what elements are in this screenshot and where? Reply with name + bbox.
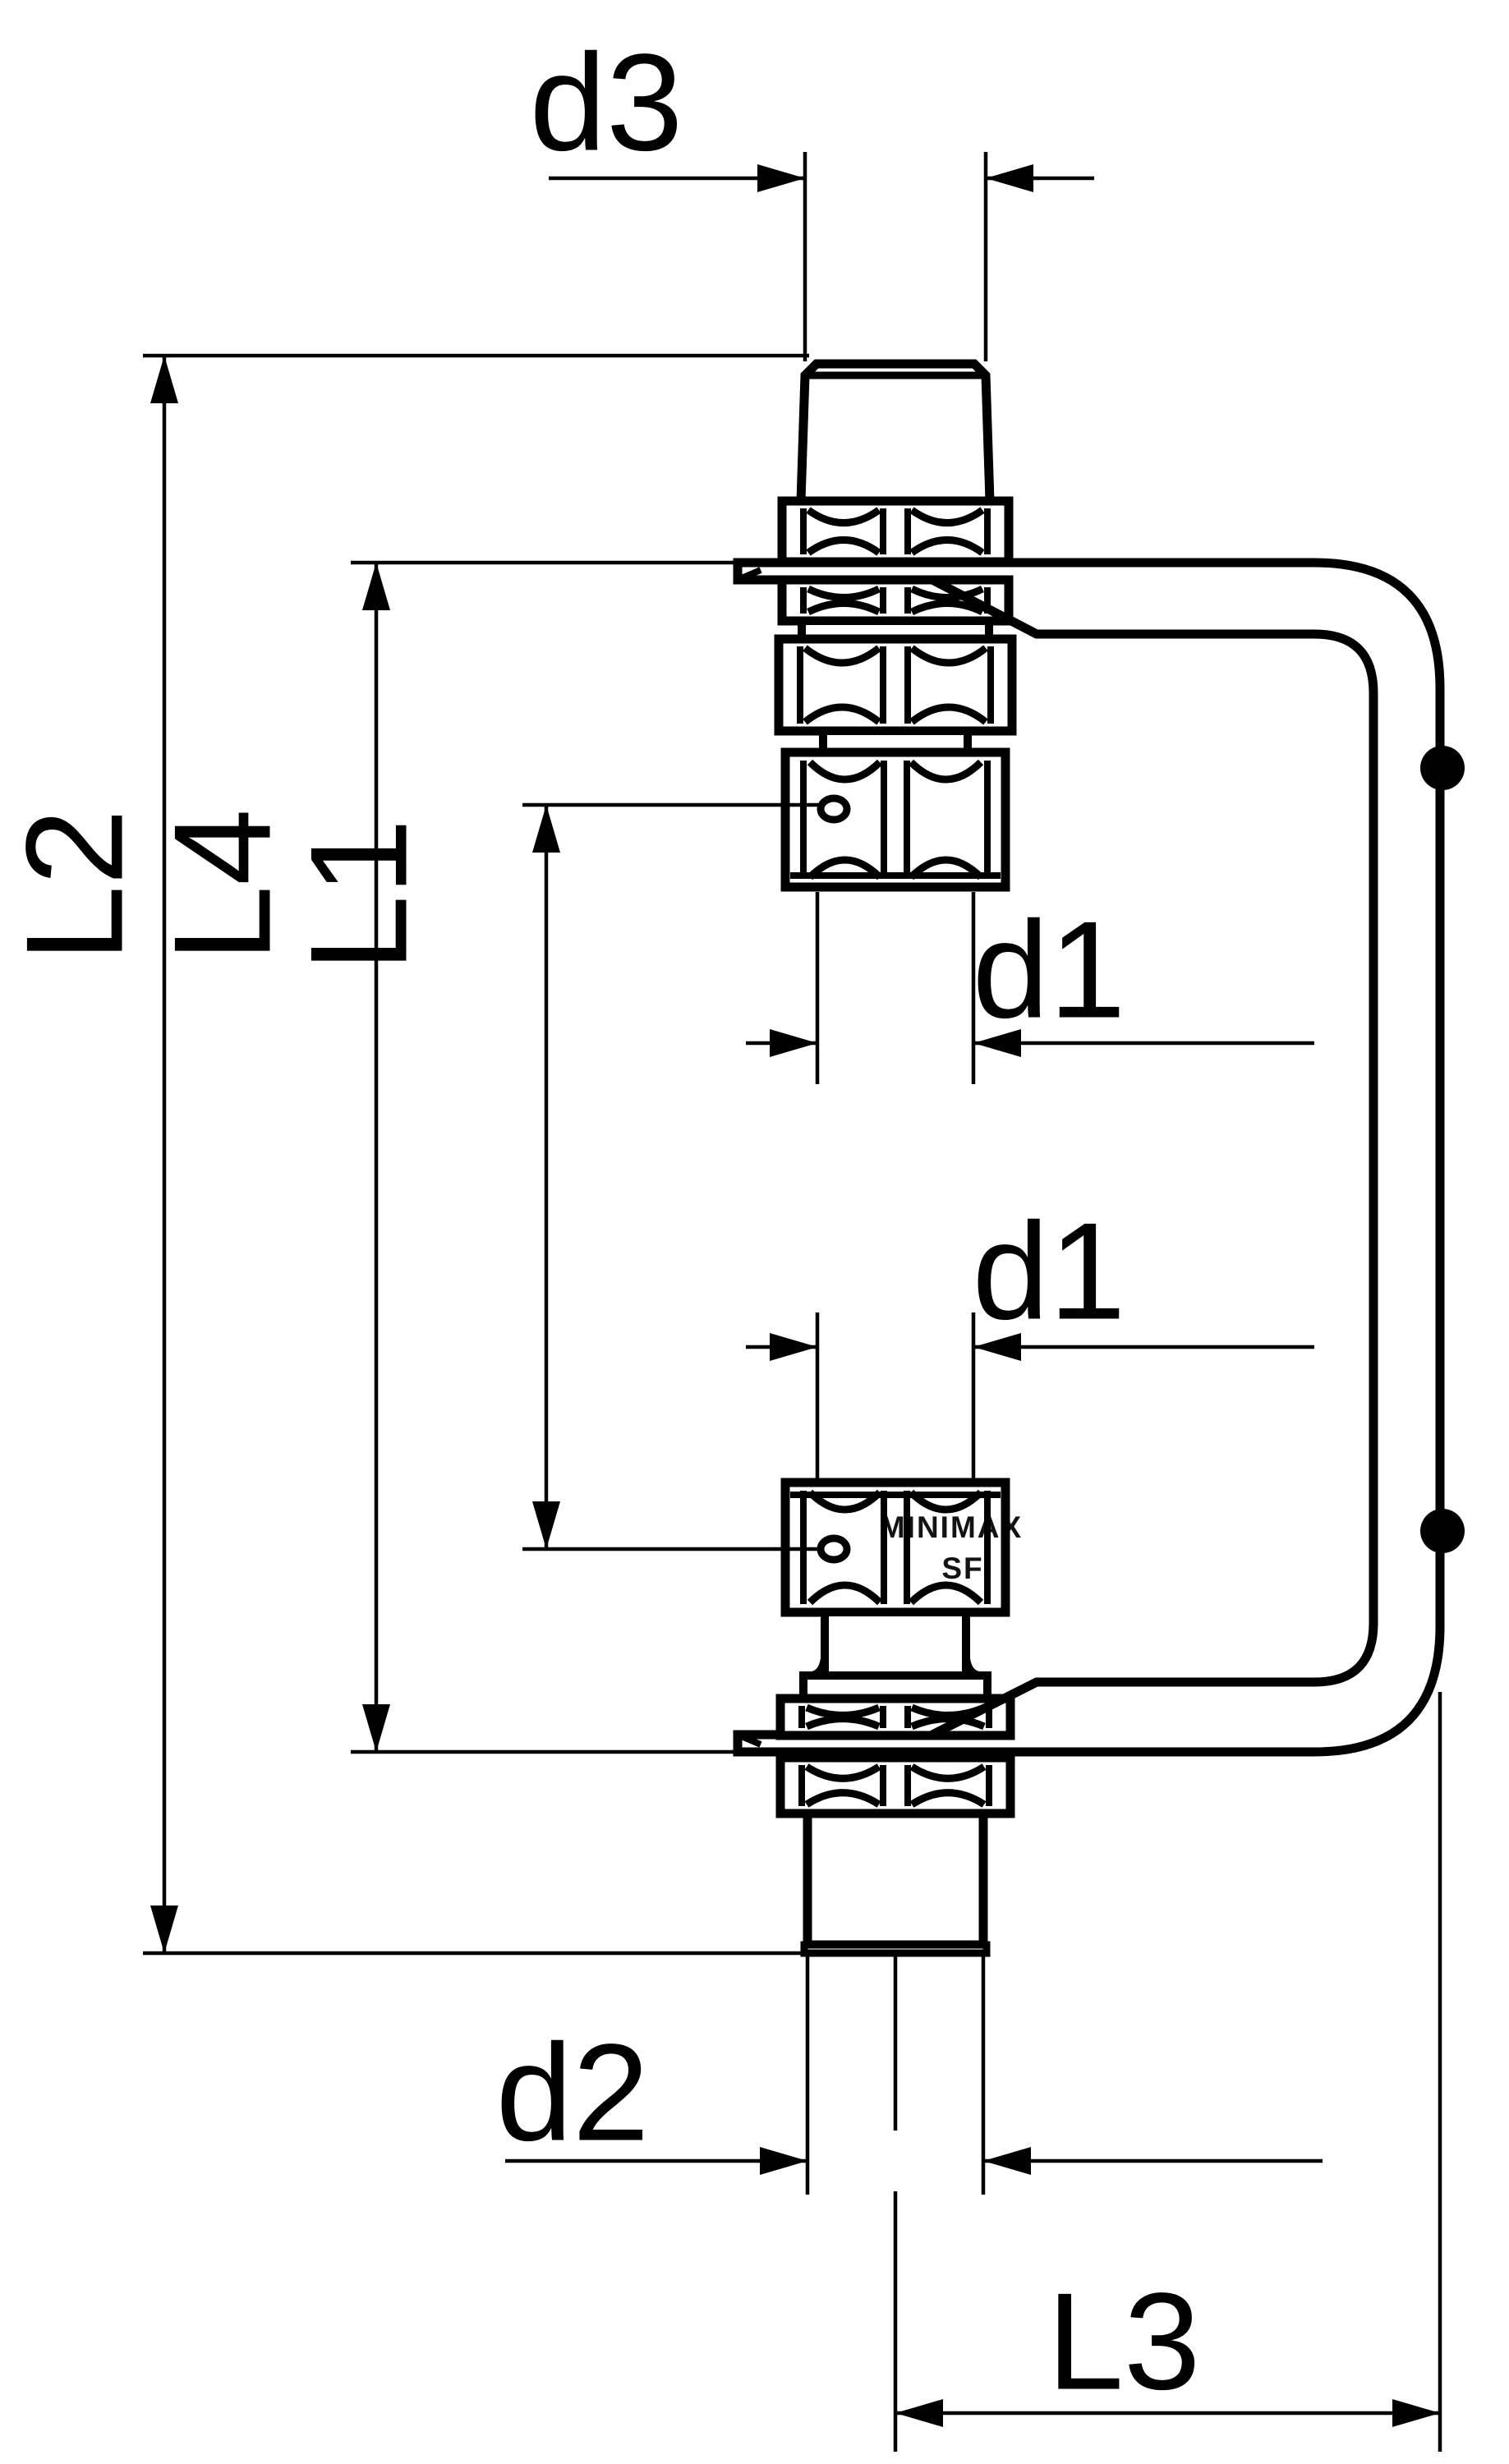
hex-chamfer-arc [909, 1789, 987, 1808]
hex-chamfer-arc [803, 645, 881, 667]
bracket-weld-bump [1420, 1509, 1465, 1553]
mounting-bracket [733, 558, 1445, 1757]
dim-label-l1: L1 [281, 819, 435, 972]
hex-chamfer-arc [807, 585, 881, 601]
hex-chamfer-arc [803, 703, 881, 725]
bracket-diagonal-bottom [930, 1678, 1039, 1739]
weep-hole [817, 794, 851, 824]
hex-chamfer-arc [807, 759, 883, 784]
hex-chamfer-arc [909, 536, 985, 556]
hex-chamfer-arc [804, 1789, 881, 1808]
d1l-arrow-left [770, 1333, 817, 1361]
hex-chamfer-arc [908, 856, 984, 880]
l3-arrow-left [895, 2399, 943, 2427]
hex-chamfer-arc [909, 645, 988, 667]
l1-arrow-bottom [532, 1501, 560, 1549]
weep-hole [817, 1534, 851, 1564]
hex-chamfer-arc [805, 1715, 881, 1731]
d1l-arrow-right [973, 1333, 1021, 1361]
hex-chamfer-arc [804, 1763, 881, 1782]
hex-chamfer-arc [910, 600, 984, 616]
drawing-geometry [143, 152, 1465, 2452]
l4-arrow-top [362, 563, 390, 610]
dim-label-d1-upper: d1 [973, 892, 1126, 1046]
l2-arrow-top [150, 356, 178, 403]
d3-arrow-left [757, 164, 805, 192]
hex-chamfer-arc [910, 1715, 986, 1731]
male-thread-end [796, 359, 995, 506]
hex-chamfer-arc [807, 1489, 883, 1514]
d2-arrow-left [760, 2147, 807, 2175]
hex-chamfer-arc [910, 585, 984, 601]
dim-label-l3: L3 [1047, 2264, 1201, 2418]
hex-chamfer-arc [807, 1581, 883, 1606]
stamp-line1: MINIMAX [880, 1510, 1023, 1544]
dim-label-l4: L4 [145, 809, 299, 963]
l4-arrow-bottom [362, 1704, 390, 1752]
collar-lower [821, 1608, 970, 1680]
bracket-tab-fold [736, 567, 762, 583]
hex-chamfer-arc [909, 1763, 987, 1782]
hex-chamfer-arc [806, 536, 881, 556]
hex-chamfer-arc [908, 1489, 984, 1514]
dim-label-l2: L2 [0, 809, 151, 963]
d1u-arrow-right [973, 1029, 1021, 1057]
bracket-weld-bump [1420, 746, 1465, 790]
hex-nut-thin-lower-b [775, 1753, 1015, 1818]
pipe-spigot [803, 1809, 988, 1950]
pipe-end-lip [800, 1941, 991, 1957]
hex-nut-top [777, 496, 1014, 567]
dim-label-d1-lower: d1 [973, 1193, 1126, 1348]
l2-arrow-bottom [150, 1905, 178, 1953]
stamp-line2: SF [941, 1551, 983, 1585]
dimension-labels: d3 L2 L4 L1 d1 d1 d2 L3 MINIMAX SF [0, 25, 1200, 2418]
dim-label-d2: d2 [496, 2015, 650, 2169]
d1u-arrow-left [770, 1029, 817, 1057]
bracket-diagonal-top [930, 576, 1039, 638]
hex-chamfer-arc [909, 507, 985, 527]
hex-chamfer-arc [806, 507, 881, 527]
hex-chamfer-arc [909, 703, 988, 725]
hex-chamfer-arc [807, 600, 881, 616]
hex-chamfer-arc [807, 856, 883, 880]
hex-chamfer-arc [908, 759, 984, 784]
d2-arrow-right [983, 2147, 1031, 2175]
d3-arrow-right [986, 164, 1033, 192]
dim-label-d3: d3 [530, 25, 683, 179]
l1-arrow-top [532, 805, 560, 853]
l3-arrow-right [1392, 2399, 1440, 2427]
hex-chamfer-arc [908, 1581, 984, 1606]
bracket-tab-fold [736, 1731, 762, 1748]
